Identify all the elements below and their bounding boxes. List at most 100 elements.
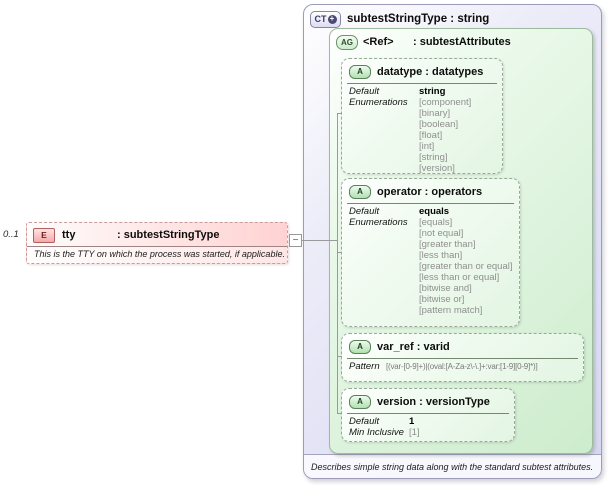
attribute-header-datatype[interactable]: A datatype : datatypes	[342, 59, 502, 80]
facet-label	[349, 163, 419, 173]
facet-value: [1]	[409, 427, 420, 438]
element-header[interactable]: E tty : subtestStringType	[27, 223, 287, 245]
facet-value: equals	[419, 206, 450, 217]
facet-value: string	[419, 86, 446, 97]
facet-value: [greater than]	[419, 239, 476, 250]
attribute-header-var-ref[interactable]: A var_ref : varid	[342, 334, 583, 355]
facet-list: Pattern [(var-[0-9]+)|(oval:[A-Za-z\-\.]+…	[342, 360, 583, 374]
facet-value: [int]	[419, 141, 435, 152]
facet-row: [less than or equal]	[349, 272, 514, 283]
facet-value: [boolean]	[419, 119, 459, 130]
facet-label: Default	[349, 206, 380, 217]
facet-label: Min Inclusive	[349, 427, 404, 438]
attribute-group-type: : subtestAttributes	[413, 36, 511, 48]
element-box: E tty : subtestStringType This is the TT…	[26, 222, 288, 264]
facet-row: Default 1	[349, 416, 509, 427]
attribute-badge: A	[349, 184, 371, 199]
facet-row: Enumerations [equals]	[349, 217, 514, 228]
facet-label	[349, 119, 419, 130]
facet-value: [not equal]	[419, 228, 464, 239]
attribute-group-header[interactable]: AG <Ref> : subtestAttributes	[330, 29, 592, 53]
facet-value: 1	[409, 416, 415, 427]
facet-row: Min Inclusive [1]	[349, 427, 509, 438]
element-annotation: This is the TTY on which the process was…	[27, 246, 287, 263]
facet-label	[349, 141, 419, 152]
collapse-toggle[interactable]: −	[289, 234, 302, 247]
connector-line	[337, 356, 342, 357]
facet-label: Enumerations	[349, 217, 408, 228]
facet-row: Enumerations [component]	[349, 97, 497, 108]
facet-row: [pattern match]	[349, 305, 514, 316]
connector-line	[301, 240, 337, 241]
facet-row: Default string	[349, 86, 497, 97]
facet-row: [boolean]	[349, 119, 497, 130]
facet-value: [bitwise and]	[419, 283, 472, 294]
facet-label: Enumerations	[349, 97, 408, 108]
cardinality-label: 0..1	[3, 229, 19, 240]
facet-row: [greater than]	[349, 239, 514, 250]
minus-icon: −	[292, 234, 299, 246]
facet-row: [greater than or equal]	[349, 261, 514, 272]
facet-row: [binary]	[349, 108, 497, 119]
facet-row: [not equal]	[349, 228, 514, 239]
attribute-header-operator[interactable]: A operator : operators	[342, 179, 519, 200]
facet-row: [bitwise or]	[349, 294, 514, 305]
facet-label	[349, 305, 419, 316]
facet-row: [version]	[349, 163, 497, 174]
attribute-title: operator : operators	[377, 185, 483, 198]
facet-label: Default	[349, 86, 380, 97]
facet-row: Default equals	[349, 206, 514, 217]
facet-label	[349, 130, 419, 141]
divider	[347, 413, 509, 414]
complex-type-header[interactable]: CT + subtestStringType : string	[304, 5, 601, 31]
complex-type-badge: CT +	[310, 10, 341, 28]
facet-row: [less than]	[349, 250, 514, 261]
connector-trunk	[337, 113, 338, 414]
facet-label	[349, 152, 419, 163]
attribute-group-ref: <Ref>	[363, 36, 394, 48]
facet-label: Default	[349, 416, 380, 427]
facet-label	[349, 283, 419, 294]
attribute-group-badge: AG	[336, 34, 358, 50]
facet-value: [equals]	[419, 217, 453, 228]
attribute-badge: A	[349, 339, 371, 354]
attribute-header-version[interactable]: A version : versionType	[342, 389, 514, 410]
facet-label: Pattern	[349, 361, 380, 372]
plus-icon: +	[327, 14, 337, 24]
divider	[347, 83, 497, 84]
facet-row: [int]	[349, 141, 497, 152]
attribute-title: var_ref : varid	[377, 340, 450, 353]
facet-value: [component]	[419, 97, 472, 108]
facet-label	[349, 239, 419, 250]
attribute-badge: A	[349, 394, 371, 409]
connector-line	[337, 413, 342, 414]
facet-label	[349, 272, 419, 283]
facet-value: [bitwise or]	[419, 294, 465, 305]
attribute-title: datatype : datatypes	[377, 65, 484, 78]
facet-value: [binary]	[419, 108, 451, 119]
complex-type-annotation-text: Describes simple string data along with …	[311, 461, 594, 472]
connector-line	[337, 113, 342, 114]
facet-value: [(var-[0-9]+)|(oval:[A-Za-z\-\.]+:var:[1…	[386, 362, 538, 371]
element-type: : subtestStringType	[117, 229, 220, 241]
divider	[347, 358, 578, 359]
divider	[347, 203, 514, 204]
attribute-title: version : versionType	[377, 395, 490, 408]
element-name: tty	[62, 229, 76, 241]
connector-line	[337, 252, 342, 253]
facet-label	[349, 108, 419, 119]
facet-row: Pattern [(var-[0-9]+)|(oval:[A-Za-z\-\.]+…	[349, 361, 578, 372]
element-badge: E	[33, 227, 55, 243]
facet-value: [pattern match]	[419, 305, 483, 316]
facet-label	[349, 228, 419, 239]
facet-value: [less than]	[419, 250, 463, 261]
facet-row: [float]	[349, 130, 497, 141]
attribute-card-var-ref: A var_ref : varid Pattern [(var-[0-9]+)|(…	[341, 333, 584, 382]
facet-value: [float]	[419, 130, 443, 141]
facet-value: [version]	[419, 163, 455, 174]
